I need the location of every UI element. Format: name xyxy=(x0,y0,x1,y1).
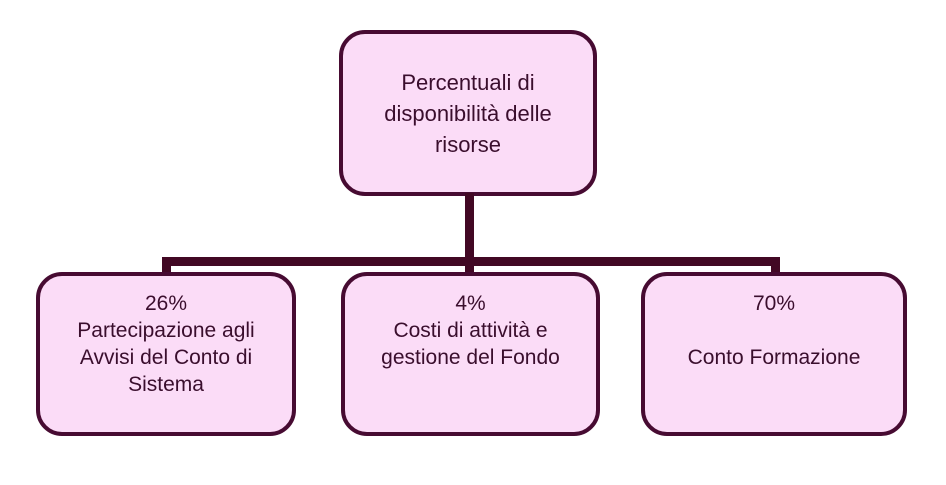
child-node-percent: 4% xyxy=(455,292,486,315)
child-node-label: Costi di attività e gestione del Fondo xyxy=(381,319,560,369)
child-node-partecipazione: 26% Partecipazione agli Avvisi del Conto… xyxy=(36,272,296,436)
child-node-percent: 70% xyxy=(752,292,796,315)
connector-stub-right xyxy=(771,260,780,278)
root-node-label: Percentuali di disponibilità delle risor… xyxy=(384,69,552,157)
connector-trunk xyxy=(465,193,474,263)
child-node-costi: 4% Costi di attività e gestione del Fond… xyxy=(341,272,600,436)
child-node-percent: 26% xyxy=(144,292,188,315)
connector-stub-left xyxy=(162,260,171,278)
child-node-label: Conto Formazione xyxy=(687,346,861,369)
connector-stub-center xyxy=(465,260,474,278)
child-node-label: Partecipazione agli Avvisi del Conto di … xyxy=(77,319,255,396)
child-node-conto-formazione: 70% Conto Formazione xyxy=(641,272,907,436)
root-node: Percentuali di disponibilità delle risor… xyxy=(339,30,597,196)
